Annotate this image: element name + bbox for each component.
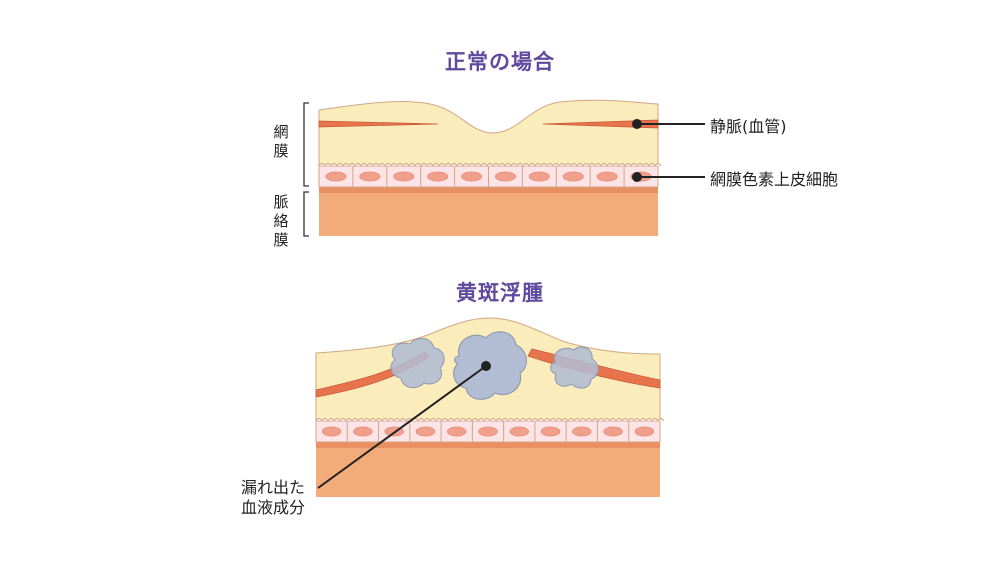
- leak-leader-line: [317, 365, 487, 489]
- normal-cell-microvilli: [318, 163, 662, 167]
- retina-bracket: [303, 102, 309, 187]
- normal-cell-nucleus: [461, 171, 483, 182]
- leak-leader-dot: [481, 361, 491, 371]
- edema-cell-nucleus: [415, 426, 436, 437]
- normal-vein-left: [318, 120, 439, 128]
- normal-cell-nucleus: [562, 171, 584, 182]
- edema-choroid-layer: [316, 447, 660, 497]
- edema-cell-microvilli: [315, 418, 665, 422]
- edema-case-title: 黄斑浮腫: [456, 281, 544, 305]
- normal-rpe-cell-layer: [318, 163, 662, 188]
- normal-cell-nucleus: [359, 171, 381, 182]
- normal-cell-nucleus: [325, 171, 347, 182]
- normal-case-title: 正常の場合: [445, 50, 555, 74]
- edema-cell-nucleus: [447, 426, 467, 437]
- normal-retina-group: [318, 99, 662, 236]
- edema-cell-nucleus: [353, 426, 373, 437]
- edema-cell-nucleus: [509, 426, 529, 437]
- choroid-label: 脈絡膜: [273, 193, 289, 249]
- edema-cell-nucleus: [603, 426, 623, 437]
- fluid-blob-left: [390, 337, 445, 389]
- normal-cell-nucleus: [427, 171, 449, 182]
- edema-cell-nucleus: [572, 426, 592, 437]
- edema-bruch-membrane: [316, 442, 660, 448]
- edema-cell-nucleus: [540, 426, 561, 437]
- rpe-leader-dot: [632, 172, 642, 182]
- leak-label-line2: 血液成分: [241, 498, 306, 517]
- vein-label: 静脈(血管): [710, 117, 787, 136]
- fluid-blob-right: [550, 346, 599, 389]
- rpe-label: 網膜色素上皮細胞: [710, 170, 839, 189]
- normal-retina-layer: [318, 99, 659, 167]
- normal-choroid-layer: [319, 192, 658, 236]
- edema-cell-nucleus: [478, 426, 498, 437]
- edema-retina-group: [315, 317, 665, 497]
- normal-cell-nucleus: [494, 171, 516, 182]
- edema-rpe-cell-layer: [315, 418, 665, 443]
- leak-label: 漏れ出た 血液成分: [241, 478, 305, 518]
- edema-cell-nucleus: [634, 426, 655, 437]
- leak-label-line1: 漏れ出た: [241, 478, 306, 497]
- normal-cell-nucleus: [596, 171, 618, 182]
- normal-bruch-membrane: [319, 187, 658, 193]
- normal-cell-nucleus: [528, 171, 550, 182]
- retina-label: 網膜: [273, 123, 289, 160]
- edema-cell-nucleus: [321, 426, 342, 437]
- normal-cell-nucleus: [393, 171, 415, 182]
- choroid-bracket: [303, 191, 309, 237]
- vein-leader-dot: [632, 119, 642, 129]
